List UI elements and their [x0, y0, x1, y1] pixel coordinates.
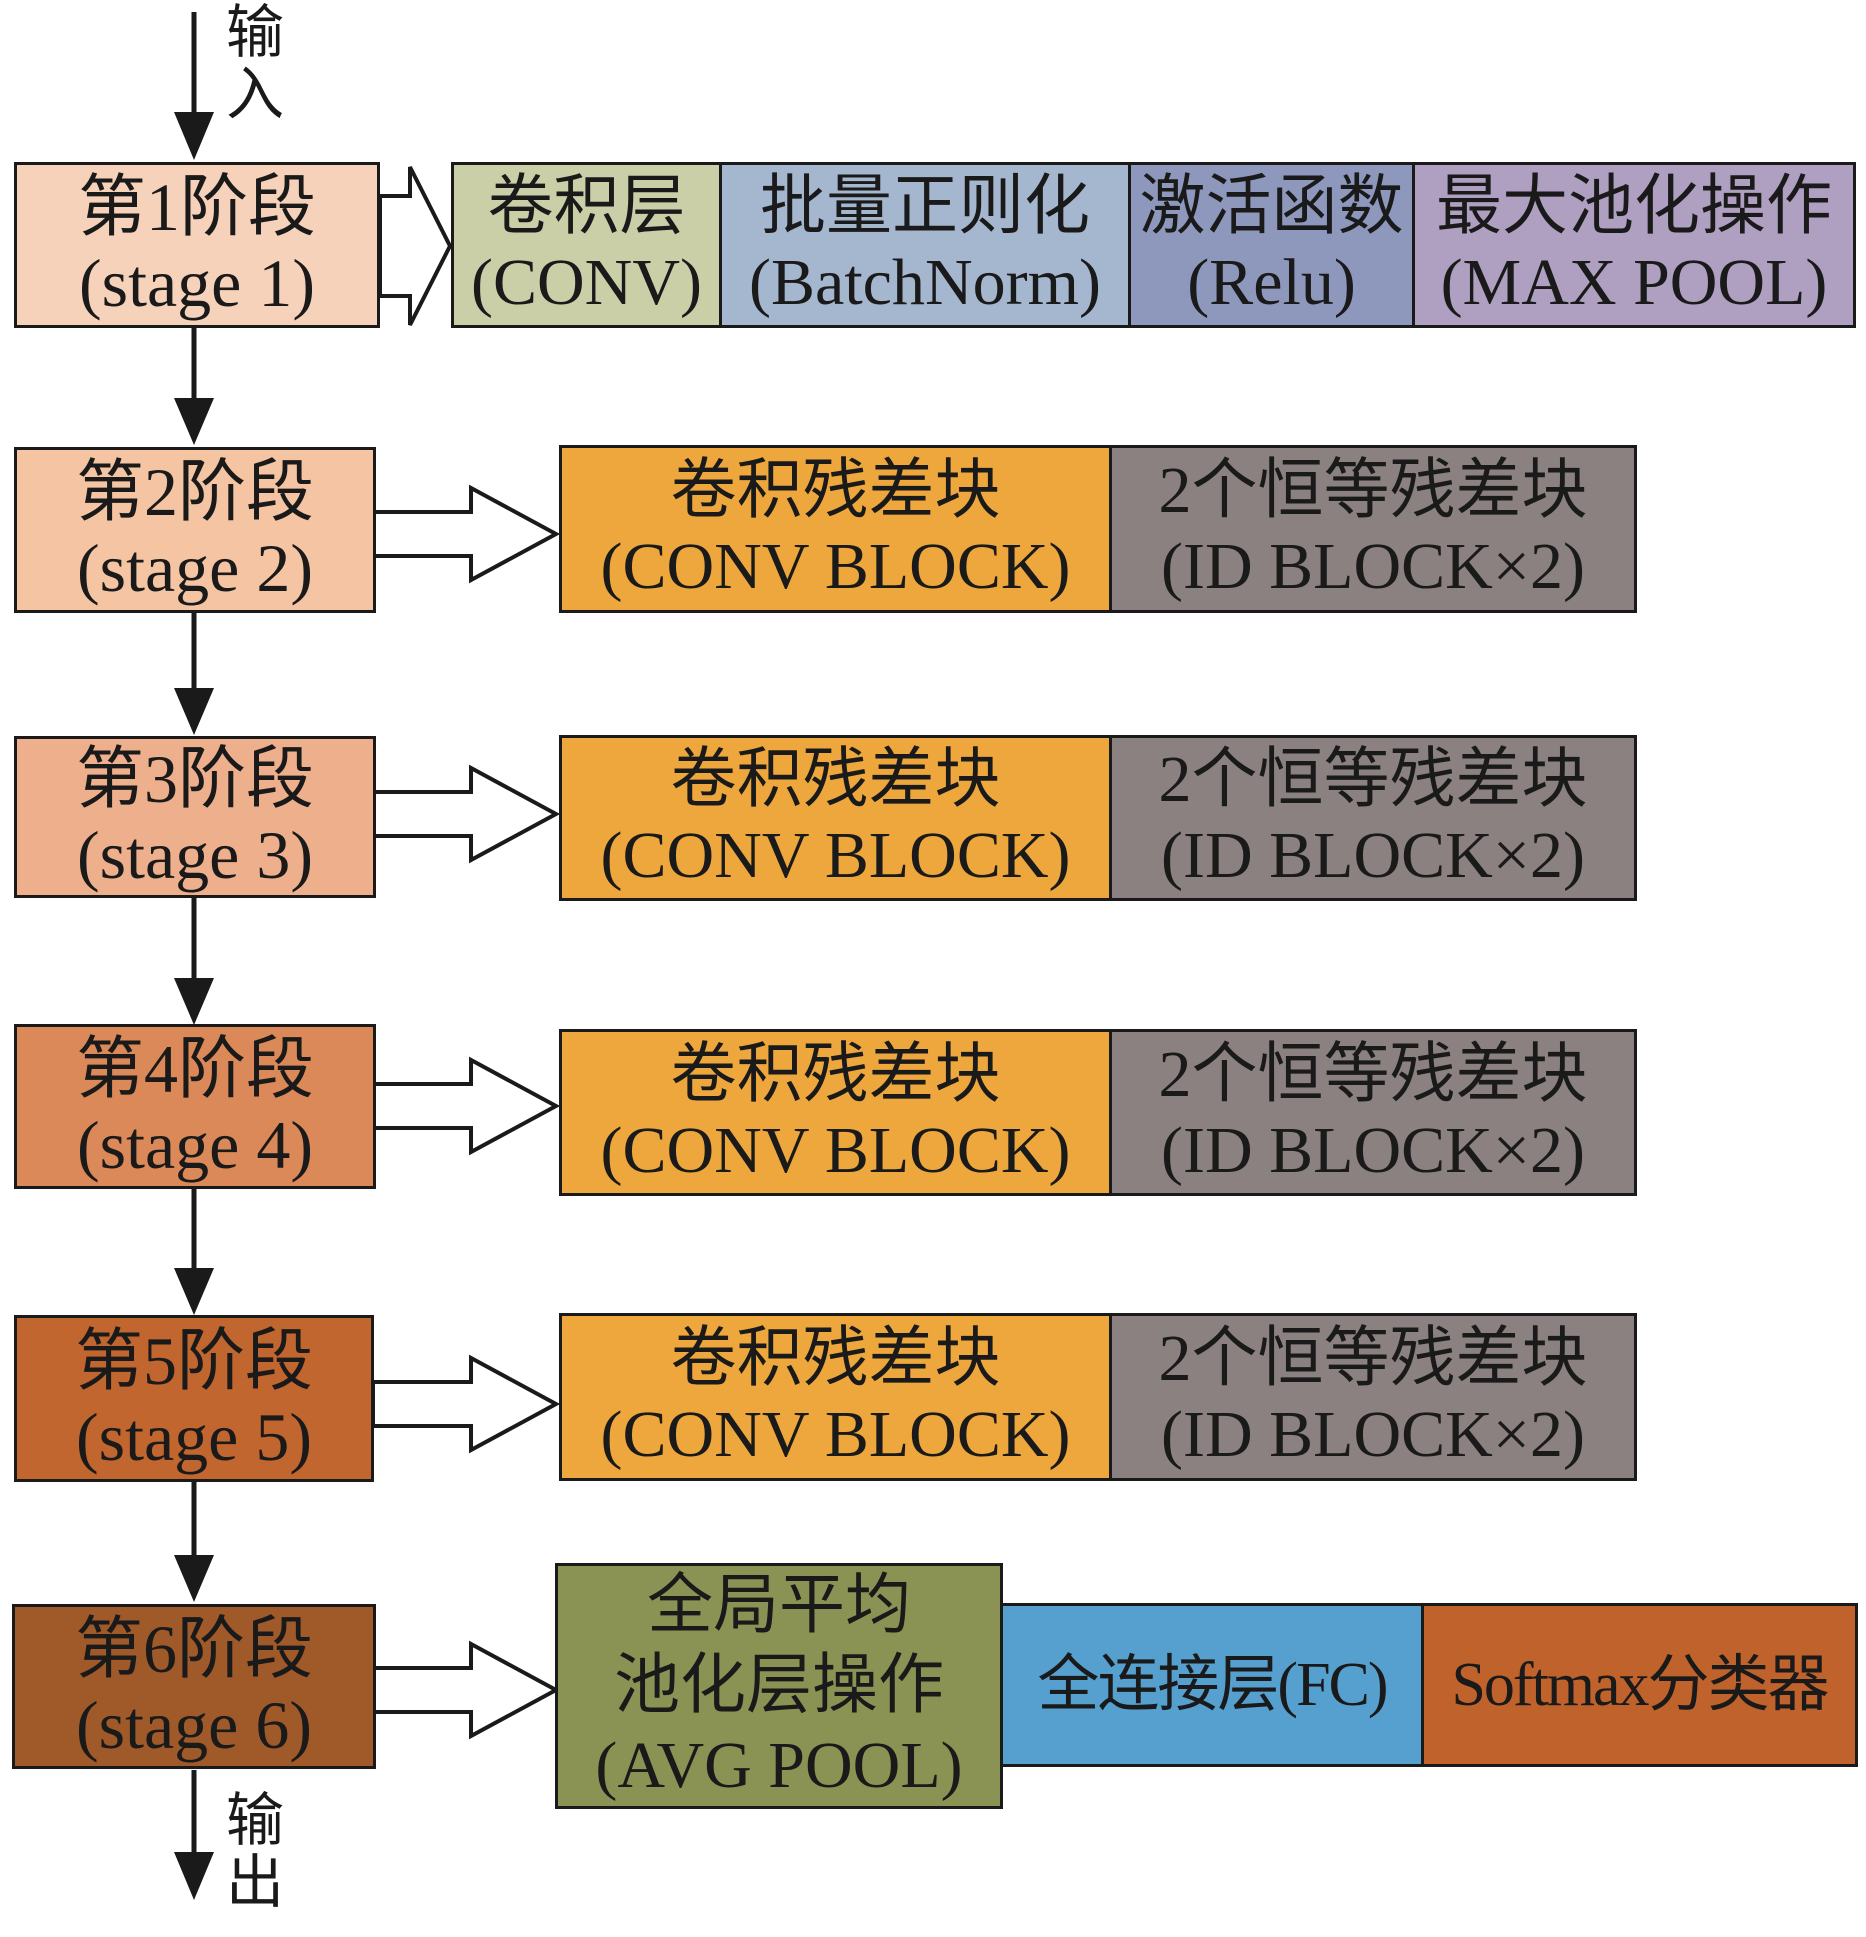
stage-4-id-block-subtitle: (ID BLOCK×2) [1160, 1113, 1585, 1187]
right-arrow-stage6 [371, 1640, 561, 1740]
stage-4-conv-block-subtitle: (CONV BLOCK) [600, 1113, 1071, 1187]
down-arrow-4-5 [174, 1187, 214, 1315]
stage-5-conv-block-title: 卷积残差块 [670, 1322, 1001, 1395]
stage-5-id-block-title: 2个恒等残差块 [1158, 1322, 1588, 1395]
stage-2-conv-block: 卷积残差块(CONV BLOCK) [559, 445, 1112, 613]
stage-3-box: 第3阶段(stage 3) [14, 736, 376, 898]
input-arrow [174, 12, 214, 160]
input-label-char-1: 输 [225, 0, 284, 65]
stage-3-id-block: 2个恒等残差块(ID BLOCK×2) [1109, 735, 1637, 901]
stage-2-box: 第2阶段(stage 2) [14, 447, 376, 613]
batchnorm-box: 批量正则化(BatchNorm) [719, 162, 1131, 328]
stage-5-title: 第5阶段 [74, 1322, 313, 1399]
fc-layer-box: 全连接层(FC) [1000, 1603, 1424, 1767]
down-arrow-1-2 [174, 328, 214, 445]
conv-layer-box: 卷积层(CONV) [451, 162, 722, 328]
stage-2-id-block: 2个恒等残差块(ID BLOCK×2) [1109, 445, 1637, 613]
stage-4-subtitle: (stage 4) [76, 1106, 313, 1183]
input-label-char-2: 入 [225, 62, 284, 127]
conv-layer-title: 卷积层 [487, 170, 686, 243]
maxpool-subtitle: (MAX POOL) [1440, 246, 1828, 319]
output-label-char-2: 出 [225, 1850, 284, 1915]
activation-subtitle: (Relu) [1187, 246, 1356, 319]
maxpool-box: 最大池化操作(MAX POOL) [1412, 162, 1856, 328]
stage-4-id-block-title: 2个恒等残差块 [1158, 1037, 1588, 1111]
stage-1-box: 第1阶段(stage 1) [14, 162, 380, 328]
stage-5-subtitle: (stage 5) [75, 1398, 312, 1475]
stage-6-title: 第6阶段 [74, 1610, 313, 1687]
stage-5-conv-block-subtitle: (CONV BLOCK) [600, 1398, 1071, 1471]
stage-2-id-block-subtitle: (ID BLOCK×2) [1160, 530, 1585, 603]
right-arrow-stage1 [378, 166, 453, 326]
softmax-label: Softmax分类器 [1451, 1651, 1829, 1719]
stage-4-conv-block-title: 卷积残差块 [670, 1037, 1001, 1111]
output-arrow [174, 1770, 214, 1900]
stage-3-subtitle: (stage 3) [76, 817, 313, 893]
input-label: 输 入 [223, 2, 287, 126]
stage-3-conv-block: 卷积残差块(CONV BLOCK) [559, 735, 1112, 901]
stage-5-id-block-subtitle: (ID BLOCK×2) [1160, 1398, 1585, 1471]
output-label-char-1: 输 [225, 1788, 284, 1853]
stage-2-title: 第2阶段 [75, 454, 314, 530]
avg-pool-line-2: 池化层操作 [613, 1649, 944, 1722]
down-arrow-3-4 [174, 896, 214, 1025]
softmax-box: Softmax分类器 [1421, 1603, 1858, 1767]
activation-box: 激活函数(Relu) [1128, 162, 1415, 328]
down-arrow-2-3 [174, 612, 214, 735]
right-arrow-stage2 [371, 484, 561, 584]
stage-2-conv-block-subtitle: (CONV BLOCK) [600, 530, 1071, 603]
stage-4-title: 第4阶段 [75, 1030, 314, 1107]
right-arrow-stage3 [371, 764, 561, 864]
stage-2-conv-block-title: 卷积残差块 [670, 454, 1001, 527]
stage-3-id-block-subtitle: (ID BLOCK×2) [1160, 819, 1585, 892]
stage-3-id-block-title: 2个恒等残差块 [1158, 743, 1588, 816]
stage-5-conv-block: 卷积残差块(CONV BLOCK) [559, 1313, 1112, 1481]
output-label: 输 出 [223, 1790, 287, 1914]
stage-3-conv-block-subtitle: (CONV BLOCK) [600, 819, 1071, 892]
avg-pool-box: 全局平均 池化层操作 (AVG POOL) [555, 1563, 1003, 1809]
right-arrow-stage5 [371, 1354, 561, 1454]
stage-3-title: 第3阶段 [75, 741, 314, 817]
activation-title: 激活函数 [1139, 170, 1404, 243]
stage-1-subtitle: (stage 1) [78, 245, 315, 321]
down-arrow-5-6 [174, 1482, 214, 1602]
stage-6-subtitle: (stage 6) [75, 1686, 312, 1763]
stage-1-title: 第1阶段 [77, 169, 316, 245]
avg-pool-line-3: (AVG POOL) [595, 1729, 963, 1802]
stage-4-box: 第4阶段(stage 4) [14, 1024, 376, 1189]
stage-2-subtitle: (stage 2) [76, 530, 313, 606]
stage-5-box: 第5阶段(stage 5) [14, 1315, 374, 1482]
stage-2-id-block-title: 2个恒等残差块 [1158, 454, 1588, 527]
conv-layer-subtitle: (CONV) [471, 246, 702, 319]
batchnorm-title: 批量正则化 [759, 170, 1090, 243]
stage-5-id-block: 2个恒等残差块(ID BLOCK×2) [1109, 1313, 1637, 1481]
stage-4-id-block: 2个恒等残差块(ID BLOCK×2) [1109, 1029, 1637, 1196]
fc-layer-label: 全连接层(FC) [1037, 1651, 1388, 1719]
stage-6-box: 第6阶段(stage 6) [12, 1604, 376, 1769]
batchnorm-subtitle: (BatchNorm) [749, 246, 1101, 319]
stage-4-conv-block: 卷积残差块(CONV BLOCK) [559, 1029, 1112, 1196]
stage-3-conv-block-title: 卷积残差块 [670, 743, 1001, 816]
right-arrow-stage4 [371, 1056, 561, 1156]
maxpool-title: 最大池化操作 [1436, 170, 1832, 243]
avg-pool-line-1: 全局平均 [646, 1569, 911, 1642]
